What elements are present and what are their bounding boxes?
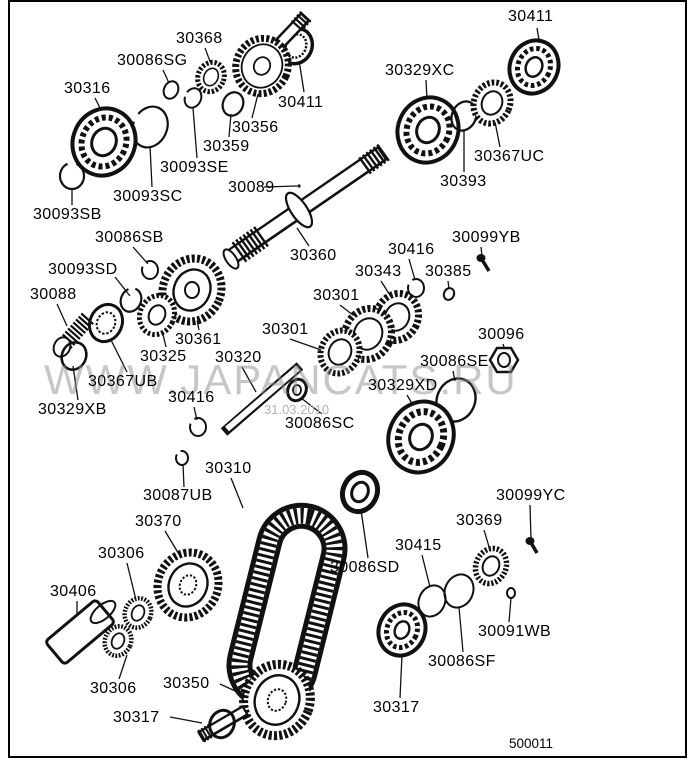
part-label: 30093SD [48, 261, 118, 278]
part-label: 30325 [140, 348, 187, 365]
watermark-text: WWW.JAPANCATS.RU [44, 356, 518, 403]
ring-30415 [417, 584, 447, 618]
part-label: 30093SB [33, 206, 102, 223]
part-label: 30089 [228, 179, 275, 196]
part-label: 30393 [440, 173, 487, 190]
snap-ring-30093SC [131, 105, 169, 149]
part-label: 30086SC [285, 415, 355, 432]
watermark-date: 31.03.2010 [264, 402, 330, 417]
part-label: 30099YC [496, 487, 566, 504]
snap-ring-30416-top [407, 278, 425, 298]
shaft-piece-30088 [52, 312, 94, 358]
part-label: 30343 [355, 263, 402, 280]
part-label: 30411 [508, 8, 554, 25]
part-label: 30416 [388, 241, 435, 258]
part-label: 30316 [64, 80, 111, 97]
bearing-30329XD [386, 399, 456, 475]
bushing-30086SD [339, 469, 381, 515]
part-label: 30317 [113, 709, 160, 726]
bearing-30329XC [395, 95, 461, 165]
part-label: 30093SC [113, 188, 183, 205]
bearing-30411-top [507, 38, 561, 96]
part-label: 30086SE [420, 353, 489, 370]
part-label: 30367UB [88, 373, 158, 390]
snap-ring-30093SE [183, 87, 203, 109]
ring-30086SF [443, 573, 475, 609]
part-label: 30368 [176, 30, 223, 47]
part-label: 30088 [30, 286, 77, 303]
gear-30350 [239, 659, 315, 741]
bolt-30099YB [476, 254, 491, 272]
gear-cluster-30301 [317, 304, 396, 377]
part-label: 30415 [395, 537, 442, 554]
washer-30087UB [175, 450, 189, 466]
part-label: 30411 [278, 94, 324, 111]
bearing-30317-right [376, 602, 428, 658]
part-label: 30359 [203, 138, 250, 155]
part-label: 30360 [290, 247, 337, 264]
part-label: 30361 [175, 331, 222, 348]
gear-30368 [195, 59, 227, 95]
bolt-30099YC [525, 537, 539, 554]
part-label: 30306 [90, 680, 137, 697]
part-label: 30096 [478, 326, 525, 343]
snap-ring-30086SB [141, 260, 159, 280]
bearing-30316 [70, 106, 138, 178]
ring-30393 [450, 100, 478, 132]
part-label: 30369 [456, 512, 503, 529]
washer-30091WB [506, 587, 516, 599]
shaft-30320 [220, 362, 304, 436]
part-label: 30093SE [160, 159, 229, 176]
part-label: 30329XB [38, 401, 107, 418]
part-label: 30099YB [452, 229, 521, 246]
part-label: 30370 [135, 513, 182, 530]
part-label: 30091WB [478, 623, 552, 640]
diagram-border [8, 0, 687, 758]
part-label: 30086SG [117, 52, 188, 69]
bearing-30306-lower [102, 624, 134, 658]
part-label: 30406 [50, 583, 97, 600]
washer-30086SG [162, 80, 180, 100]
part-label: 30301 [313, 287, 360, 304]
part-label: 30329XC [385, 62, 455, 79]
hub-30367UB [87, 302, 125, 344]
part-label: 30087UB [143, 487, 213, 504]
part-label: 30329XD [368, 377, 438, 394]
gear-30369 [472, 545, 510, 587]
gear-30361 [158, 254, 226, 326]
washer-30385 [442, 287, 456, 301]
ring-30359 [221, 91, 245, 117]
sheet-number: 500011 [509, 736, 554, 751]
input-gear-30356 [232, 10, 312, 98]
part-label: 30086SD [330, 559, 400, 576]
bearing-30306-upper [122, 596, 154, 630]
hub-30325 [136, 292, 178, 338]
main-shaft-30360 [222, 143, 390, 270]
hub-30367UC [470, 79, 514, 127]
part-label: 30356 [232, 119, 279, 136]
shaft-30317-left [196, 704, 250, 744]
part-label: 30385 [425, 263, 472, 280]
bearing-30329XB [60, 341, 88, 371]
gear-30370 [153, 548, 223, 622]
spacer-30086SC [286, 377, 308, 403]
part-label: 30350 [163, 675, 210, 692]
part-label: 30310 [205, 460, 252, 477]
nut-30096 [488, 346, 520, 374]
part-label: 30320 [215, 349, 262, 366]
ring-30093SD [119, 287, 143, 313]
snap-ring-30416-lower [189, 417, 207, 437]
part-label: 30317 [373, 699, 420, 716]
snap-ring-30093SB [58, 161, 86, 191]
part-label: 30086SB [95, 229, 164, 246]
part-label: 30416 [168, 389, 215, 406]
part-label: 30306 [98, 545, 145, 562]
part-label: 30367UC [474, 148, 545, 165]
part-label: 30301 [262, 321, 309, 338]
part-label: 30086SF [428, 653, 496, 670]
sleeve-30406 [45, 599, 117, 665]
